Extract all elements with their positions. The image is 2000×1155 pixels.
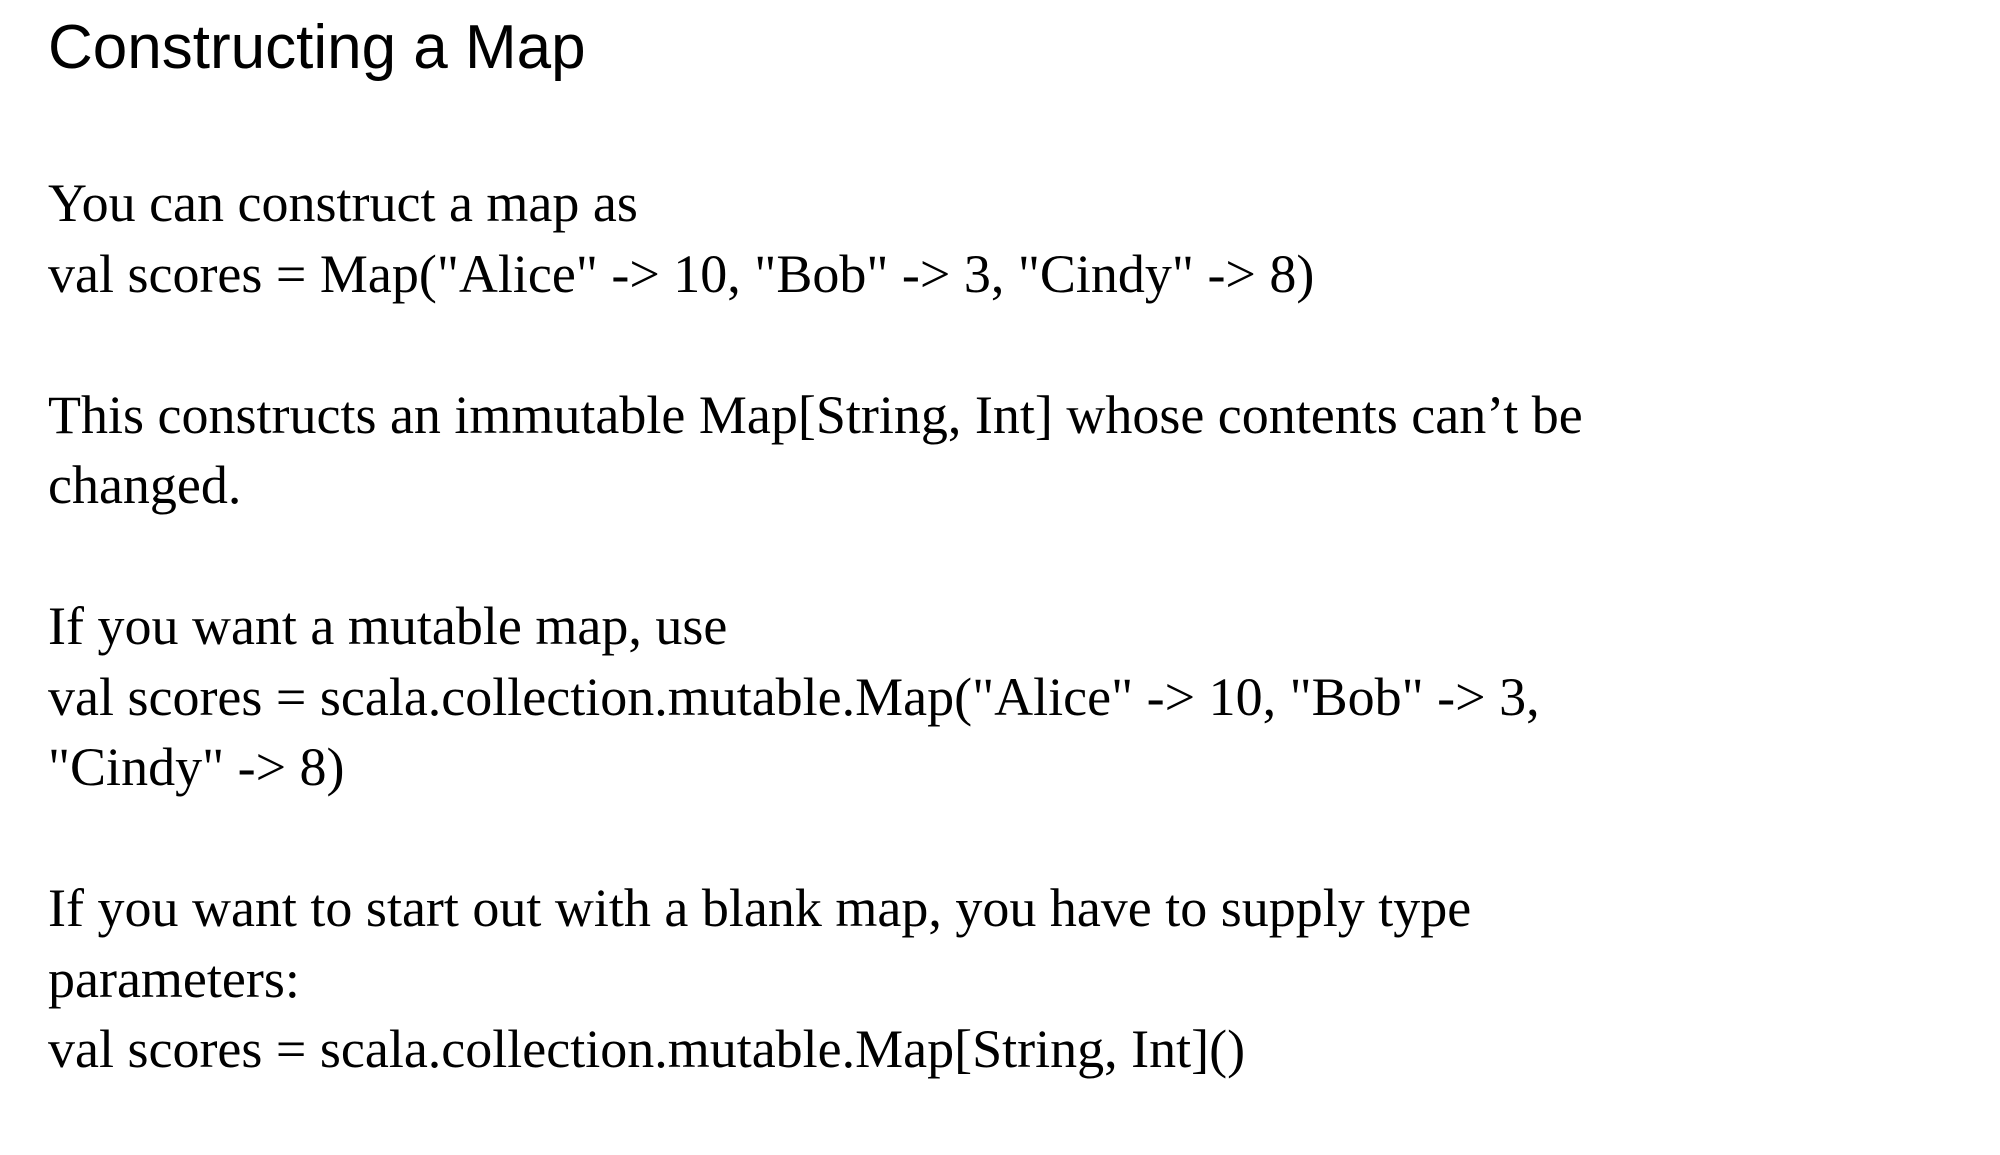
text-line: This constructs an immutable Map[String,… bbox=[48, 384, 1583, 445]
text-line: parameters: bbox=[48, 948, 300, 1009]
paragraph-mutable-map: If you want a mutable map, use val score… bbox=[48, 591, 1948, 803]
slide-title: Constructing a Map bbox=[48, 13, 586, 82]
paragraph-immutable-note: This constructs an immutable Map[String,… bbox=[48, 380, 1948, 521]
text-line: changed. bbox=[48, 455, 242, 515]
code-line: val scores = scala.collection.mutable.Ma… bbox=[48, 1019, 1246, 1079]
code-line: "Cindy" -> 8) bbox=[48, 737, 345, 797]
text-line: If you want to start out with a blank ma… bbox=[48, 878, 1472, 938]
paragraph-blank-map: If you want to start out with a blank ma… bbox=[48, 873, 1948, 1085]
code-line: val scores = Map("Alice" -> 10, "Bob" ->… bbox=[48, 243, 1315, 304]
paragraph-construct-map: You can construct a map as val scores = … bbox=[48, 168, 1948, 309]
slide: Constructing a Map You can construct a m… bbox=[48, 13, 1583, 1079]
text-line: You can construct a map as bbox=[48, 173, 638, 233]
text-line: If you want a mutable map, use bbox=[48, 596, 728, 656]
slide-body: You can construct a map as val scores = … bbox=[48, 168, 1948, 1155]
code-line: val scores = scala.collection.mutable.Ma… bbox=[48, 666, 1540, 727]
